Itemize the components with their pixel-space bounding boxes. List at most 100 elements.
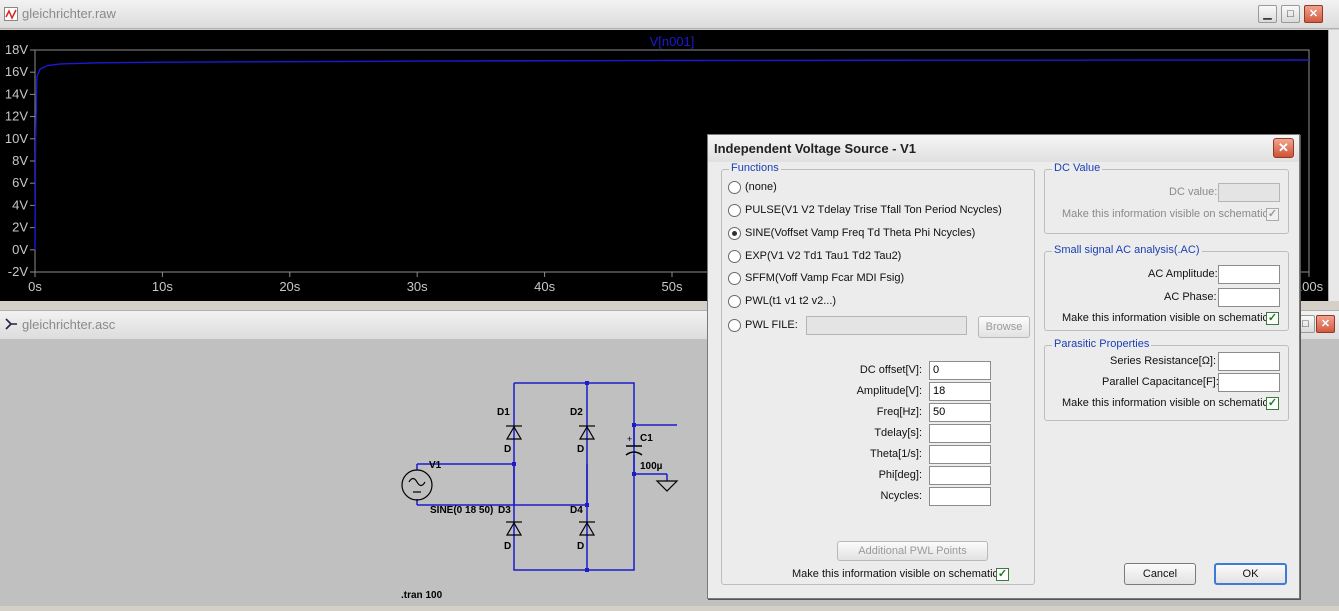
function-radio-label: PWL FILE: [745,319,798,331]
ac-phase-input[interactable] [1218,288,1280,307]
maximize-icon: □ [1287,8,1294,20]
x-tick-label: 20s [279,279,300,294]
schematic-maximize-button[interactable]: □ [1296,315,1315,333]
voltage-source-v1[interactable] [401,469,433,501]
voltage-source-dialog: Independent Voltage Source - V1 ✕ Functi… [707,134,1300,599]
parallel-capacitance-input[interactable] [1218,373,1280,392]
waveform-maximize-button[interactable]: □ [1281,5,1300,23]
parasitic-visible-label: Make this information visible on schemat… [1062,397,1272,409]
dc-value-label: DC value: [1169,186,1218,198]
label-d3-model: D [504,541,511,552]
dialog-title-bar[interactable]: Independent Voltage Source - V1 ✕ [708,135,1299,162]
label-d3: D3 [498,505,511,516]
ok-button[interactable]: OK [1214,563,1287,585]
function-radio-1[interactable] [728,204,741,217]
param-input-4[interactable] [929,445,991,464]
label-d1: D1 [497,407,510,418]
function-radio-label: PWL(t1 v1 t2 v2...) [745,295,837,307]
waveform-minimize-button[interactable]: ▁ [1258,5,1277,23]
y-tick-label: 8V [12,153,28,168]
x-tick-label: 10s [152,279,173,294]
diode-d2[interactable] [578,425,596,440]
additional-pwl-points-button[interactable]: Additional PWL Points [837,541,988,561]
function-radio-label: SFFM(Voff Vamp Fcar MDI Fsig) [745,272,905,284]
waveform-scrollbar[interactable] [1328,30,1339,301]
param-label: Amplitude[V]: [856,385,922,397]
checkmark-icon: ✓ [1267,312,1278,324]
function-radio-5[interactable] [728,295,741,308]
maximize-icon: □ [1302,318,1309,330]
param-input-2[interactable]: 50 [929,403,991,422]
function-radio-4[interactable] [728,272,741,285]
function-radio-3[interactable] [728,250,741,263]
pwl-file-input[interactable] [806,316,967,335]
ac-visible-checkbox[interactable]: ✓ [1266,312,1279,325]
parasitic-visible-checkbox[interactable]: ✓ [1266,397,1279,410]
param-input-5[interactable] [929,466,991,485]
dc-visible-label: Make this information visible on schemat… [1062,208,1272,220]
y-tick-label: 0V [12,242,28,257]
function-radio-6[interactable] [728,319,741,332]
close-icon: ✕ [1278,140,1289,155]
label-c1-value: 100µ [640,461,663,472]
checkmark-icon: ✓ [1267,208,1278,220]
param-input-0[interactable]: 0 [929,361,991,380]
close-icon: ✕ [1320,318,1331,330]
series-line-0 [34,59,1310,250]
parallel-capacitance-label: Parallel Capacitance[F]: [1102,376,1219,388]
diode-d4[interactable] [578,521,596,536]
visible-on-schematic-label: Make this information visible on schemat… [792,568,1002,580]
param-label: Theta[1/s]: [870,448,922,460]
function-radio-label: EXP(V1 V2 Td1 Tau1 Td2 Tau2) [745,250,902,262]
y-tick-label: 4V [12,197,28,212]
dc-visible-checkbox[interactable]: ✓ [1266,208,1279,221]
trace-label[interactable]: V[n001] [650,34,695,49]
dialog-close-button[interactable]: ✕ [1273,138,1294,158]
waveform-app-icon [4,7,18,21]
capacitor-c1[interactable]: + [625,434,643,456]
visible-on-schematic-checkbox[interactable]: ✓ [996,568,1009,581]
waveform-title-bar[interactable]: gleichrichter.raw ▁ □ ✕ [0,0,1339,29]
y-tick-label: 10V [5,131,28,146]
param-label: Freq[Hz]: [876,406,922,418]
waveform-close-button[interactable]: ✕ [1304,5,1323,23]
parasitic-properties-group: Parasitic Properties Series Resistance[Ω… [1044,338,1289,421]
spice-directive[interactable]: .tran 100 [401,590,443,601]
y-tick-label: 18V [5,42,28,57]
param-input-1[interactable]: 18 [929,382,991,401]
label-v1: V1 [429,460,442,471]
function-radio-2[interactable] [728,227,741,240]
label-d4-model: D [577,541,584,552]
x-tick-label: 100s [1295,279,1324,294]
series-resistance-input[interactable] [1218,352,1280,371]
y-tick-label: 12V [5,109,28,124]
param-input-3[interactable] [929,424,991,443]
browse-button[interactable]: Browse [978,316,1030,338]
ac-visible-label: Make this information visible on schemat… [1062,312,1272,324]
label-c1: C1 [640,433,653,444]
function-radio-0[interactable] [728,181,741,194]
wire-junctions [512,381,636,572]
label-d4: D4 [570,505,583,516]
functions-group: Functions (none)PULSE(V1 V2 Tdelay Trise… [721,162,1035,585]
x-tick-label: 30s [407,279,428,294]
label-d2-model: D [577,444,584,455]
ac-phase-label: AC Phase: [1164,291,1217,303]
ac-amplitude-label: AC Amplitude: [1148,268,1218,280]
schematic-close-button[interactable]: ✕ [1316,315,1335,333]
functions-legend: Functions [729,162,781,174]
dc-value-group: DC Value DC value: Make this information… [1044,162,1289,234]
cancel-button[interactable]: Cancel [1124,563,1196,585]
dc-value-input[interactable] [1218,183,1280,202]
ac-amplitude-input[interactable] [1218,265,1280,284]
diode-d3[interactable] [505,521,523,536]
ground-symbol [655,480,679,492]
function-radio-label: PULSE(V1 V2 Tdelay Trise Tfall Ton Perio… [745,204,1002,216]
label-d1-model: D [504,444,511,455]
diode-d1[interactable] [505,425,523,440]
param-input-6[interactable] [929,487,991,506]
label-d2: D2 [570,407,583,418]
x-tick-label: 40s [534,279,555,294]
schematic-drawing[interactable]: + D1 D D2 D D3 D D4 D C1 100µ V1 SINE(0 … [0,339,720,606]
close-icon: ✕ [1308,8,1319,20]
